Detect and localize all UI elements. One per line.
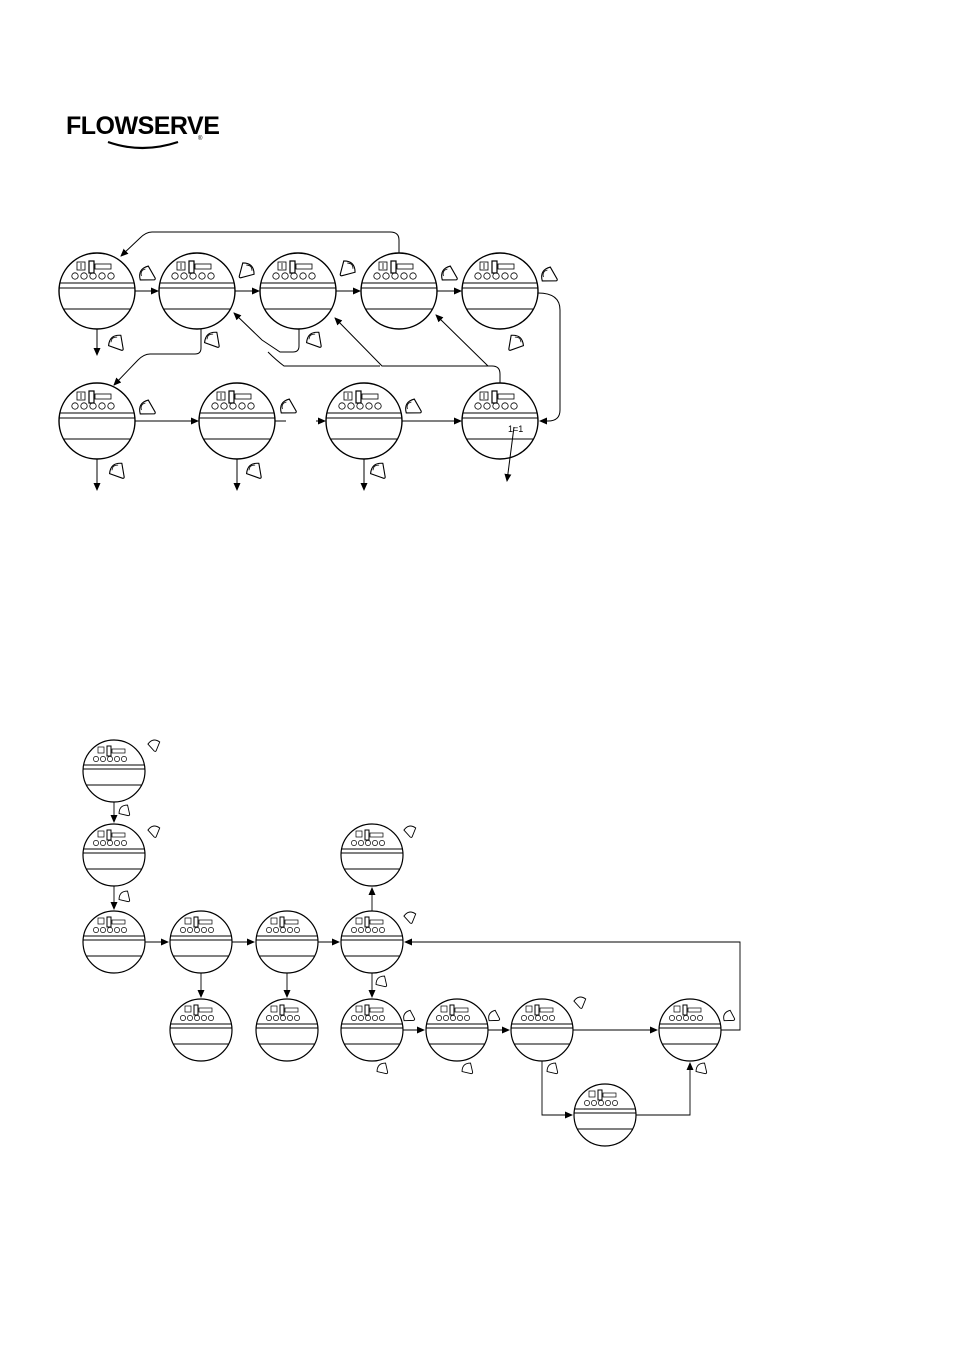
setting-tool-icon	[721, 1008, 738, 1026]
setting-tool-icon	[502, 331, 527, 356]
setting-tool-icon	[572, 995, 588, 1010]
setting-tool-icon	[538, 264, 562, 288]
flowserve-logo: FLOWSERVE ®	[66, 112, 220, 152]
display-node	[82, 823, 146, 887]
display-node	[425, 998, 489, 1062]
display-node	[340, 998, 404, 1062]
setting-tool-icon	[277, 396, 301, 420]
display-node	[510, 998, 574, 1062]
setting-tool-icon	[374, 1060, 392, 1078]
setting-tool-icon	[303, 328, 328, 353]
setting-tool-icon	[693, 1060, 711, 1078]
setting-tool-icon	[438, 263, 462, 287]
setting-tool-icon	[401, 1008, 418, 1026]
setting-tool-icon	[544, 1060, 562, 1078]
diagram-top: 1=1	[58, 231, 562, 491]
display-node	[259, 252, 337, 330]
diagram-bottom	[82, 738, 741, 1147]
node-small-label: 1=1	[508, 424, 523, 434]
logo-swoosh-icon	[107, 140, 179, 150]
display-node	[169, 998, 233, 1062]
display-node	[340, 910, 404, 974]
setting-tool-icon	[116, 888, 134, 906]
display-node	[58, 382, 136, 460]
setting-tool-icon	[136, 397, 160, 421]
display-node	[360, 252, 438, 330]
setting-tool-icon	[334, 257, 359, 282]
setting-tool-icon	[367, 459, 392, 484]
display-node	[255, 910, 319, 974]
display-node	[461, 382, 539, 460]
setting-tool-icon	[486, 1008, 503, 1026]
setting-tool-icon	[373, 973, 391, 991]
display-node	[658, 998, 722, 1062]
setting-tool-icon	[146, 738, 162, 753]
display-node	[82, 739, 146, 803]
setting-tool-icon	[146, 824, 162, 839]
display-node	[325, 382, 403, 460]
setting-tool-icon	[402, 824, 418, 839]
display-node	[58, 252, 136, 330]
display-node	[573, 1083, 637, 1147]
setting-tool-icon	[116, 802, 134, 820]
setting-tool-icon	[105, 331, 130, 356]
display-node	[461, 252, 539, 330]
registered-mark: ®	[198, 136, 203, 142]
setting-tool-icon	[106, 459, 131, 484]
display-node	[340, 823, 404, 887]
setting-tool-icon	[233, 259, 258, 284]
display-node	[82, 910, 146, 974]
setting-tool-icon	[402, 396, 426, 420]
display-node	[255, 998, 319, 1062]
display-node	[198, 382, 276, 460]
setting-tool-icon	[402, 910, 418, 925]
setting-tool-icon	[243, 459, 268, 484]
brand-name: FLOWSERVE	[66, 112, 220, 140]
display-node	[169, 910, 233, 974]
display-node	[158, 252, 236, 330]
setting-tool-icon	[201, 328, 226, 353]
setting-tool-icon	[459, 1060, 477, 1078]
setting-tool-icon	[136, 263, 160, 287]
